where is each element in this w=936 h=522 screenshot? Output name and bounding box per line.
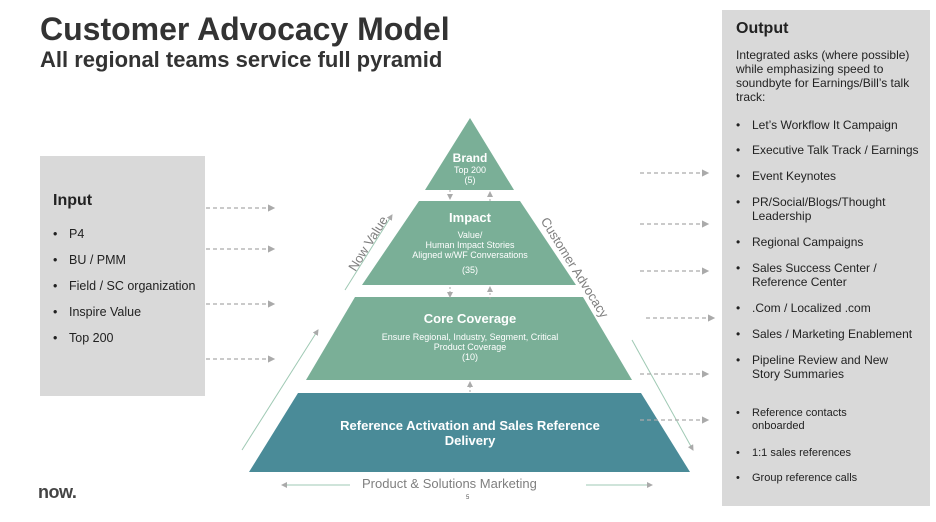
core-coverage-name: Core Coverage — [423, 311, 517, 326]
brand-tier — [425, 118, 514, 190]
impact-line2: Human Impact Stories — [425, 240, 515, 250]
page-number: 5 — [466, 495, 470, 501]
brand-name: Brand — [452, 151, 488, 165]
impact-line1: Value/ — [457, 230, 483, 240]
output-item: Executive Talk Track / Earnings — [736, 143, 919, 158]
core-coverage-line1: Ensure Regional, Industry, Segment, Crit… — [381, 332, 559, 342]
impact-line3: Aligned w/WF Conversations — [412, 250, 528, 260]
output-item: Sales Success Center / Reference Center — [736, 261, 902, 289]
brand-line1: Top 200 — [453, 165, 487, 175]
impact-label: Impact Value/ Human Impact Stories Align… — [380, 210, 560, 275]
impact-tier — [362, 201, 576, 285]
reference-tier — [249, 393, 690, 472]
input-item: Top 200 — [53, 325, 195, 351]
output-intro: Integrated asks (where possible) while e… — [736, 48, 910, 104]
input-heading: Input — [53, 192, 93, 209]
input-item: Field / SC organization — [53, 273, 195, 299]
reference-label: Reference Activation and Sales Reference… — [290, 418, 650, 448]
now-logo: now. — [38, 482, 77, 502]
impact-name: Impact — [449, 210, 491, 225]
output-item: Pipeline Review and New Story Summaries — [736, 353, 917, 381]
reference-line1: Reference Activation and Sales Reference — [340, 418, 600, 433]
brand-line2: (5) — [464, 175, 476, 185]
output-panel: Output Integrated asks (where possible) … — [722, 10, 930, 506]
slide-subtitle: All regional teams service full pyramid — [40, 47, 443, 72]
input-item: P4 — [53, 221, 195, 247]
input-panel: Input P4 BU / PMM Field / SC organizatio… — [40, 156, 205, 396]
output-item: PR/Social/Blogs/Thought Leadership — [736, 195, 912, 223]
output-item: Let’s Workflow It Campaign — [736, 118, 898, 133]
output-item: 1:1 sales references — [736, 447, 851, 460]
input-list: P4 BU / PMM Field / SC organization Insp… — [53, 221, 195, 351]
slide-title: Customer Advocacy Model — [40, 11, 450, 47]
input-item: Inspire Value — [53, 299, 195, 325]
output-item: Event Keynotes — [736, 169, 836, 184]
output-heading: Output — [736, 20, 789, 37]
product-solutions-marketing-label: Product & Solutions Marketing — [362, 476, 537, 491]
output-item: .Com / Localized .com — [736, 301, 871, 316]
output-item: Group reference calls — [736, 472, 857, 485]
input-item: BU / PMM — [53, 247, 195, 273]
core-coverage-tier — [306, 297, 632, 380]
output-item: Sales / Marketing Enablement — [736, 327, 912, 342]
core-coverage-line2: Product Coverage — [433, 342, 507, 352]
brand-label: Brand Top 200 (5) — [428, 151, 512, 185]
impact-count: (35) — [461, 265, 478, 275]
output-item: Reference contacts onboarded — [736, 407, 902, 432]
output-item: Regional Campaigns — [736, 235, 863, 250]
reference-line2: Delivery — [444, 433, 496, 448]
core-coverage-count: (10) — [461, 352, 478, 362]
core-coverage-label: Core Coverage Ensure Regional, Industry,… — [330, 311, 610, 362]
